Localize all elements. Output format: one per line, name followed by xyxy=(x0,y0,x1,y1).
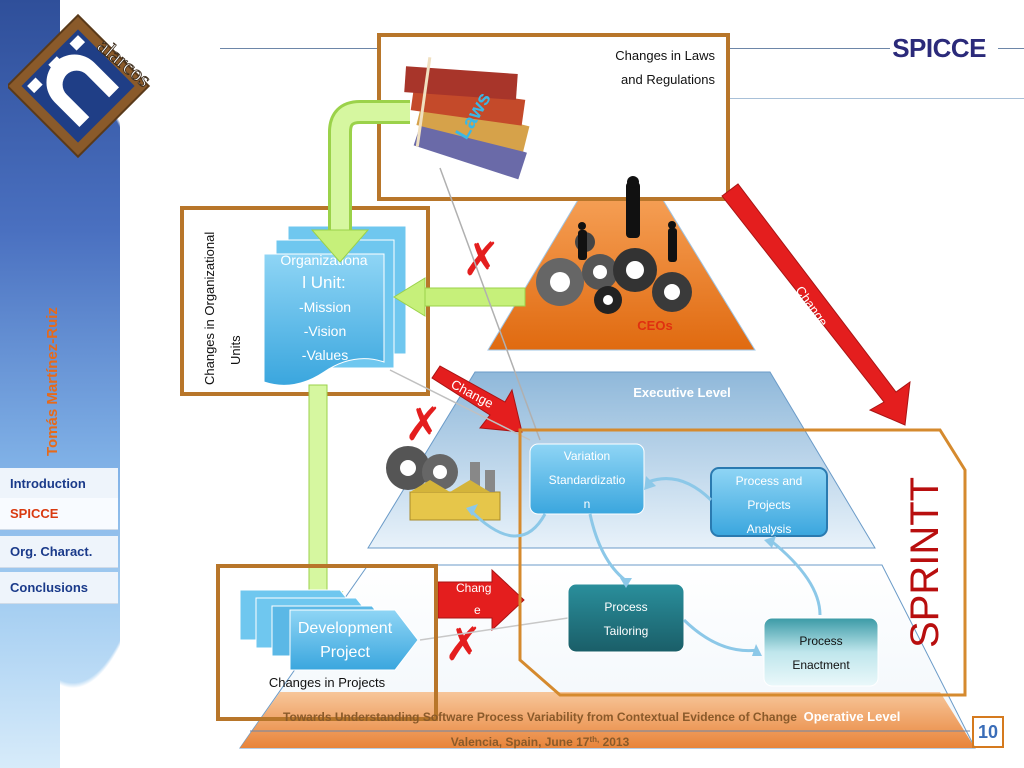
red-x-mark-2: ✗ xyxy=(404,397,443,451)
variation-line3: n xyxy=(584,497,591,511)
process-tailoring-box[interactable] xyxy=(567,583,685,653)
analysis-line2: Projects xyxy=(747,498,790,512)
org-caption-line1: Changes in Organizational xyxy=(202,232,217,385)
green-arrow-org-to-project xyxy=(308,384,328,596)
executive-level-label: Executive Level xyxy=(633,385,731,400)
gears-ceos-icon xyxy=(536,176,692,314)
org-doc-mission: -Mission xyxy=(299,299,351,315)
analysis-line3: Analysis xyxy=(747,522,792,536)
org-caption-line2: Units xyxy=(228,335,243,365)
nav-item-org-charact[interactable]: Org. Charact. xyxy=(0,536,118,568)
tailoring-line2: Tailoring xyxy=(604,624,649,638)
variation-line2: Standardizatio xyxy=(549,473,626,487)
ceos-label: CEOs xyxy=(637,318,672,333)
nav-item-spicce[interactable]: SPICCE xyxy=(0,498,118,530)
development-project-stack xyxy=(239,589,419,671)
dev-project-line1: Development xyxy=(298,620,393,637)
header-line-right xyxy=(998,48,1024,49)
page-number: 10 xyxy=(972,716,1004,748)
green-arrow-laws-to-org xyxy=(331,103,410,230)
laws-caption-line1: Changes in Laws xyxy=(615,48,715,63)
enactment-line2: Enactment xyxy=(792,658,850,672)
red-arrow-change-diagonal xyxy=(721,183,911,426)
footer-paper-title: Towards Understanding Software Process V… xyxy=(283,710,797,724)
org-doc-line1: Organizationa xyxy=(280,252,367,268)
green-arrowhead-down-1 xyxy=(310,229,370,263)
alarcos-logo: alarcos xyxy=(8,13,157,159)
org-doc-vision: -Vision xyxy=(304,323,347,339)
projects-box xyxy=(216,564,438,721)
connector-line-project xyxy=(419,617,569,641)
factory-gears-icon xyxy=(386,446,501,521)
slide-title: SPICCE xyxy=(892,33,986,63)
footer-venue-prefix: Valencia, Spain, June 17 xyxy=(451,735,590,749)
variation-line1: Variation xyxy=(564,449,610,463)
connector-line-org xyxy=(389,369,531,441)
operative-level-label: Operative Level xyxy=(804,709,901,724)
tailoring-line1: Process xyxy=(604,600,647,614)
process-flow-arrowheads xyxy=(466,476,776,656)
enactment-line1: Process xyxy=(799,634,842,648)
process-projects-analysis-box[interactable] xyxy=(710,467,828,537)
change-label-3b: e xyxy=(474,603,481,617)
red-arrow-change-middle xyxy=(431,365,523,433)
org-doc-line2: l Unit: xyxy=(302,273,345,292)
red-x-mark-1: ✗ xyxy=(462,232,501,286)
projects-caption: Changes in Projects xyxy=(269,675,386,690)
header-line-mid xyxy=(730,48,890,49)
footer-venue-sup: th, xyxy=(589,735,599,744)
connector-line-laws xyxy=(439,167,541,441)
footer-venue: Valencia, Spain, June 17th, 2013 xyxy=(451,735,630,750)
org-doc-values: -Values xyxy=(302,347,348,363)
nav-item-introduction[interactable]: Introduction xyxy=(0,468,118,500)
footer-venue-year: 2013 xyxy=(599,735,629,749)
green-arrowhead-left xyxy=(393,277,426,317)
analysis-line1: Process and xyxy=(736,474,803,488)
operative-band xyxy=(240,692,975,748)
header-line-left xyxy=(220,48,380,49)
sprintt-boundary xyxy=(518,428,967,697)
green-arrow-ceos-to-org xyxy=(424,287,526,307)
process-flow-connectors xyxy=(468,477,822,653)
variation-standardization-box[interactable] xyxy=(529,443,645,515)
nav-item-conclusions[interactable]: Conclusions xyxy=(0,572,118,604)
change-label-3a: Chang xyxy=(456,581,491,595)
dev-project-line2: Project xyxy=(320,644,370,661)
sprintt-label: SPRINTT xyxy=(903,477,947,648)
red-x-mark-3: ✗ xyxy=(444,617,483,671)
red-arrow-change-bottom xyxy=(437,568,525,632)
process-enactment-box[interactable] xyxy=(763,617,879,687)
books-icon: Laws xyxy=(404,57,530,180)
laws-caption-line2: and Regulations xyxy=(621,72,715,87)
